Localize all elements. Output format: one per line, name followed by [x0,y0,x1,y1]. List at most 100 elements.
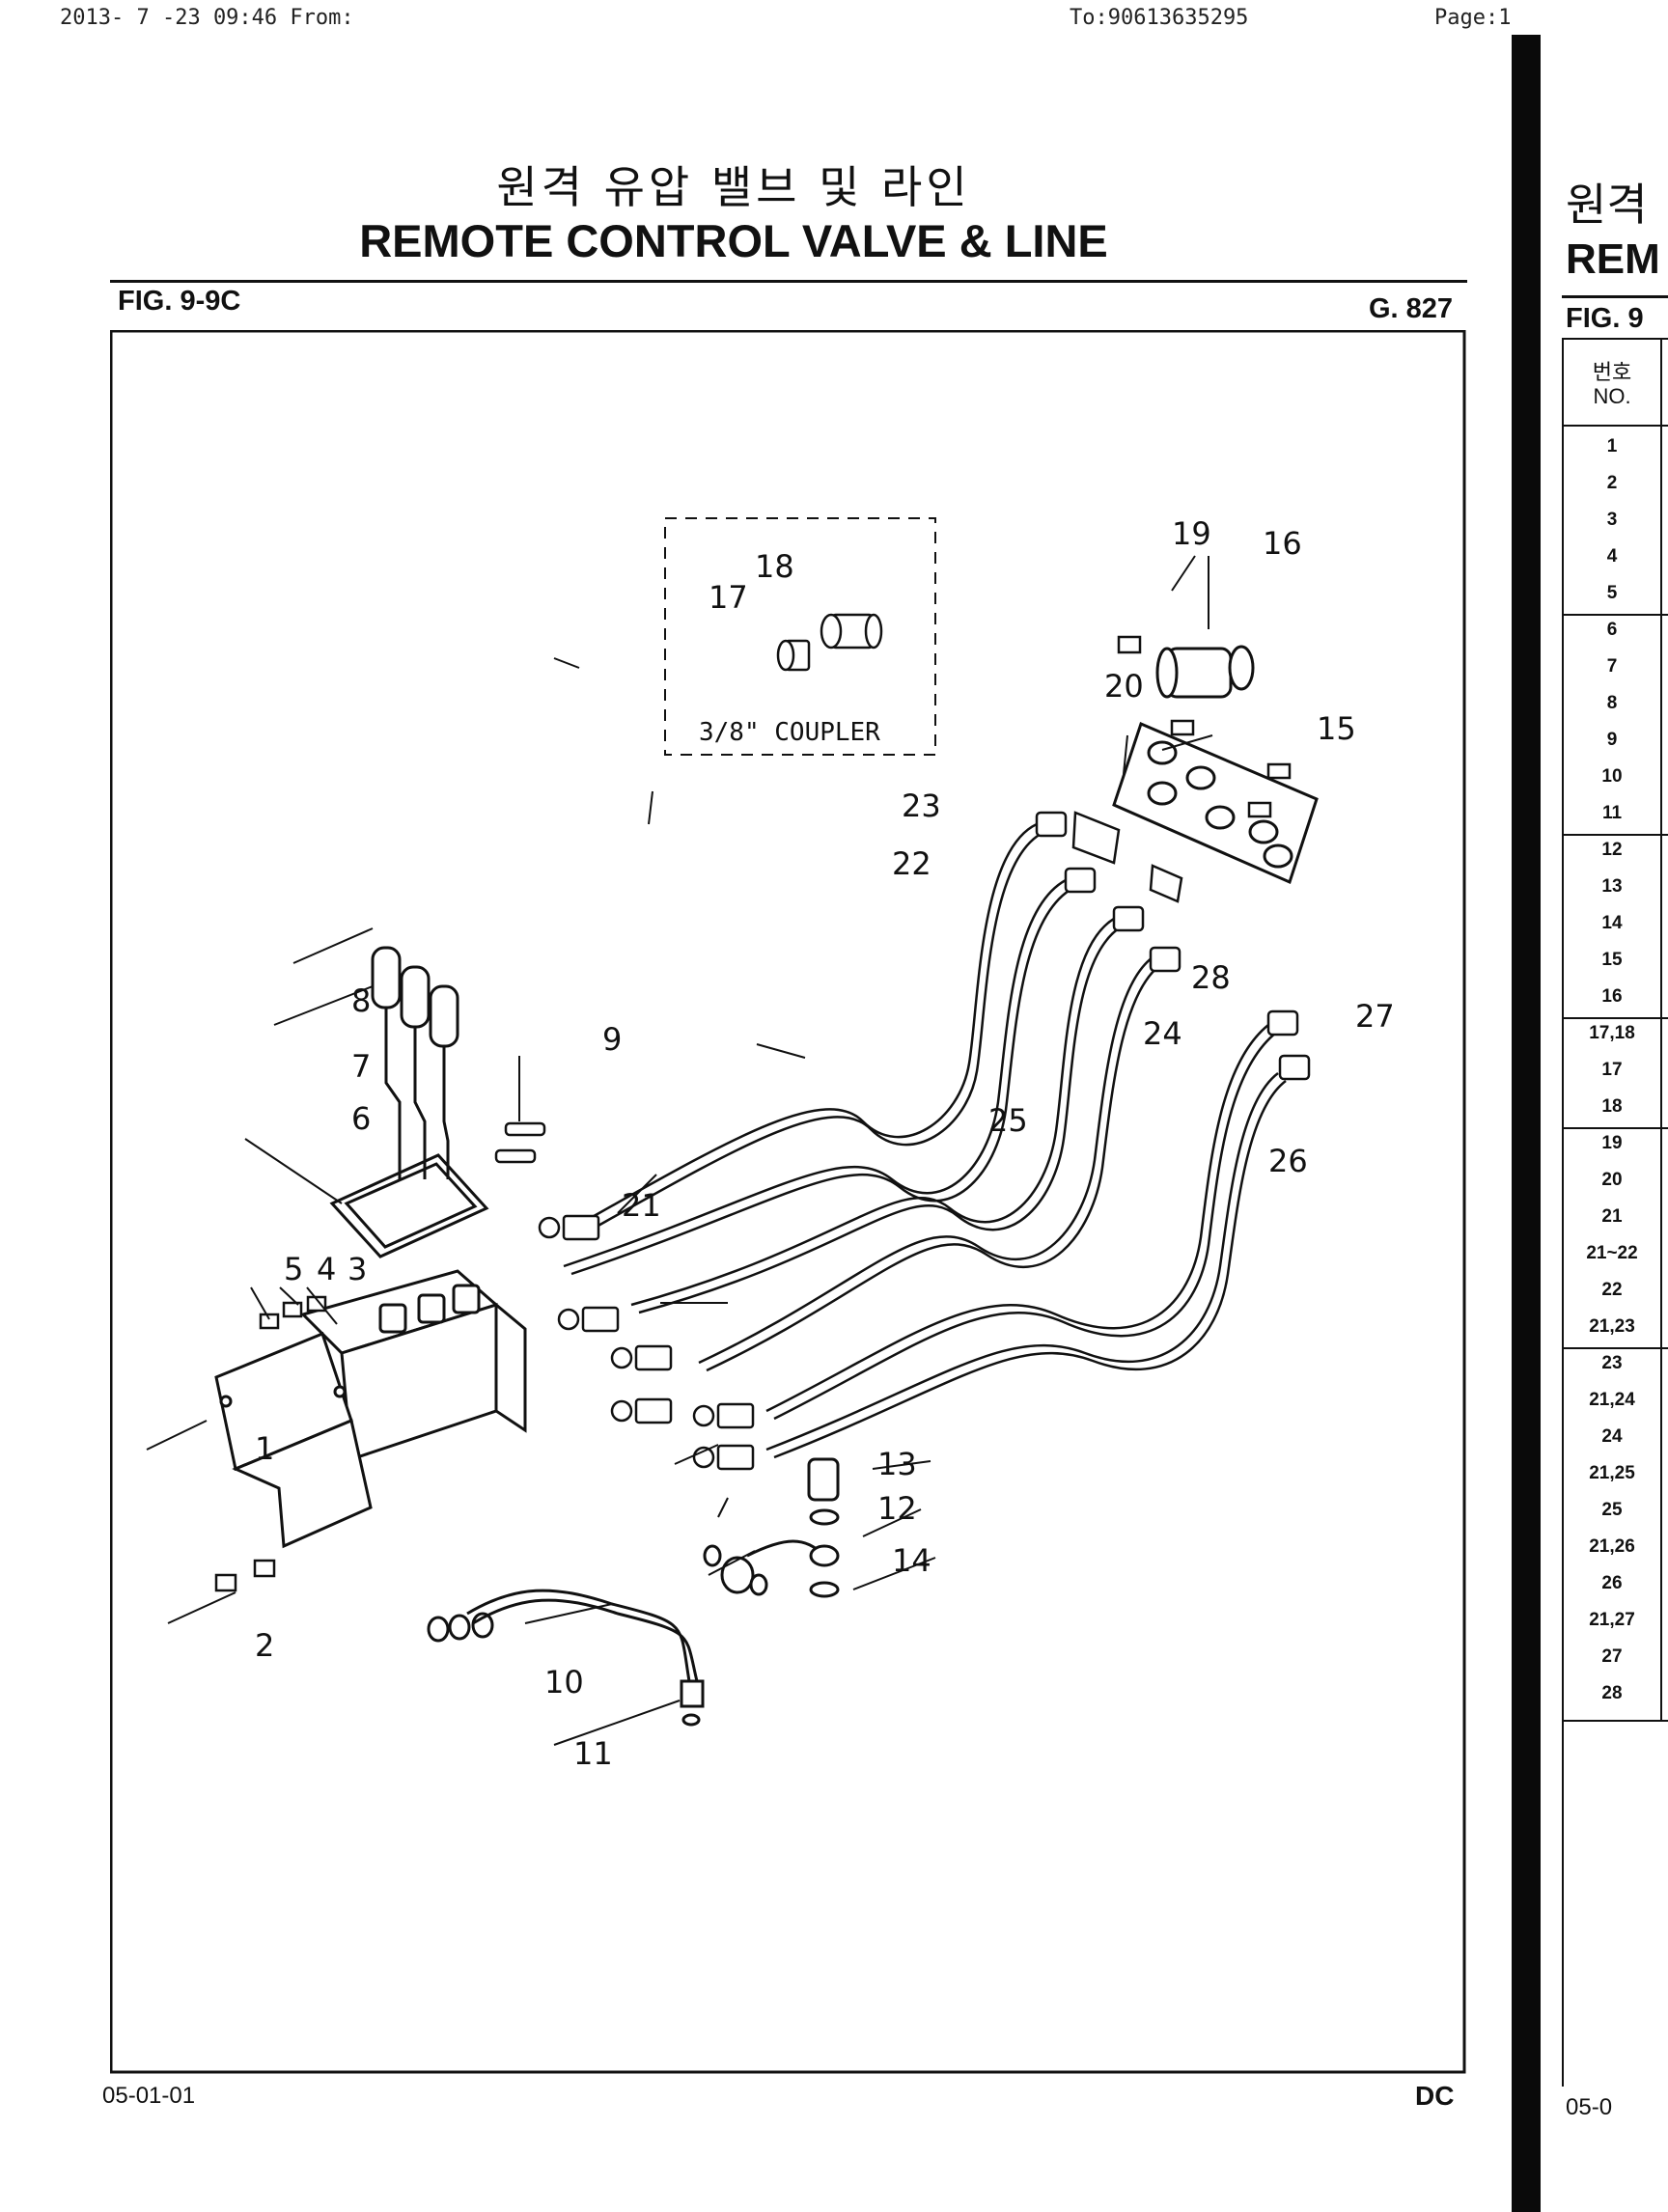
callout-16: 16 [1263,525,1302,562]
title-english: REMOTE CONTROL VALVE & LINE [359,215,1108,266]
lever-boot [329,1153,489,1258]
parts-table-row: 17 [1601,1060,1623,1080]
group-code: G. 827 [1369,293,1454,324]
parts-table-row: 9 [1606,730,1618,750]
coupler-fitting-icon [820,613,883,650]
parts-table-row: 5 [1606,583,1618,603]
parts-table-row: 10 [1601,766,1623,787]
parts-table-row: 21 [1601,1206,1623,1227]
parts-table-row: 25 [1601,1500,1623,1520]
callout-25: 25 [988,1102,1028,1139]
table-header-korean: 번호 [1592,361,1632,385]
mounting-bracket [214,1332,373,1549]
parts-table-row: 12 [1601,840,1623,860]
coupler-nut-icon [776,639,811,672]
callout-12: 12 [877,1490,917,1527]
parts-table-row: 1 [1606,436,1618,456]
parts-table-group-rule [1564,614,1668,616]
pin-icons [494,1121,546,1164]
fax-datetime: 2013- 7 -23 09:46 From: [60,6,354,30]
exploded-parts-diagram: 3/8" COUPLER [110,330,1466,2074]
parts-table-group-rule [1564,1127,1668,1129]
callout-7: 7 [351,1048,371,1085]
parts-table-row: 21,27 [1589,1610,1635,1630]
banjo-fittings [703,1457,840,1598]
callout-27: 27 [1355,998,1395,1035]
valve-adapters [538,1214,755,1471]
parts-table-row: 14 [1601,913,1623,933]
next-page-rule [1562,295,1668,298]
parts-table-row: 2 [1606,473,1618,493]
parts-table-row: 3 [1606,510,1618,530]
diagram-frame: 3/8" COUPLER [110,330,1467,2075]
pilot-pipe [427,1589,705,1727]
callout-1: 1 [255,1430,274,1467]
parts-table-end-rule [1564,1720,1668,1722]
page-code: 05-01-01 [102,2083,196,2109]
coupler-inset-box [664,517,936,756]
parts-table-row: 28 [1601,1683,1623,1703]
parts-table-row: 13 [1601,876,1623,897]
parts-table-group-rule [1564,834,1668,836]
parts-table-row: 24 [1601,1426,1623,1447]
parts-table-row: 18 [1601,1096,1623,1117]
control-levers [384,1006,450,1179]
parts-table-row: 23 [1601,1353,1623,1373]
callout-23: 23 [902,788,941,824]
header-rule [110,280,1467,283]
parts-table-row: 22 [1601,1280,1623,1300]
callout-22: 22 [892,845,931,882]
callout-21: 21 [622,1187,661,1224]
next-page-title-korean: 원격 [1566,179,1648,231]
callout-leaders [146,555,1213,1746]
parts-table-row: 19 [1601,1133,1623,1153]
fax-recipient: To:90613635295 [1070,6,1249,30]
frame-border [110,330,1466,2074]
callout-19: 19 [1172,515,1211,552]
next-page-title-english: REM [1566,235,1660,283]
fax-page-number: Page:1 [1434,6,1512,30]
callout-18: 18 [755,548,794,585]
page-mark: DC [1415,2081,1455,2111]
parts-table-group-rule [1564,1017,1668,1019]
callout-9: 9 [602,1021,622,1058]
callout-20: 20 [1104,668,1144,705]
lever-knobs [371,946,459,1048]
title-korean: 원격 유압 밸브 및 라인 [496,161,971,213]
coupler-label: 3/8" COUPLER [699,718,880,747]
callout-5: 5 [284,1251,303,1287]
callout-2: 2 [255,1627,274,1664]
hydraulic-hoses [563,822,1287,1459]
table-header-rule [1564,425,1668,427]
next-page-figure-code: FIG. 9 [1566,303,1644,334]
callout-17: 17 [709,579,748,616]
manifold-plate [1112,721,1319,885]
parts-table-row: 20 [1601,1170,1623,1190]
parts-table-row: 17,18 [1589,1023,1635,1043]
callout-8: 8 [351,982,371,1019]
parts-table-row: 27 [1601,1646,1623,1667]
callout-13: 13 [877,1446,917,1482]
bracket-28 [1071,811,1183,903]
parts-table-row: 21,26 [1589,1536,1635,1557]
parts-table-row: 21,24 [1589,1390,1635,1410]
parts-table-row: 11 [1601,803,1623,823]
callout-24: 24 [1143,1015,1182,1052]
parts-table-row: 21~22 [1586,1243,1638,1263]
callout-6: 6 [351,1100,371,1137]
quick-coupler-icon [1155,645,1255,699]
parts-table-group-rule [1564,1347,1668,1349]
callout-3: 3 [348,1251,367,1287]
callout-28: 28 [1191,959,1231,996]
control-valve-body [300,1269,527,1462]
small-bolts [214,1295,327,1592]
callout-15: 15 [1317,710,1356,747]
bolt-icons [1117,635,1292,818]
callout-4: 4 [317,1251,336,1287]
parts-table-row: 26 [1601,1573,1623,1593]
parts-table-row: 21,25 [1589,1463,1635,1483]
parts-table-row: 21,23 [1589,1316,1635,1337]
parts-table-column-line [1660,340,1662,1720]
